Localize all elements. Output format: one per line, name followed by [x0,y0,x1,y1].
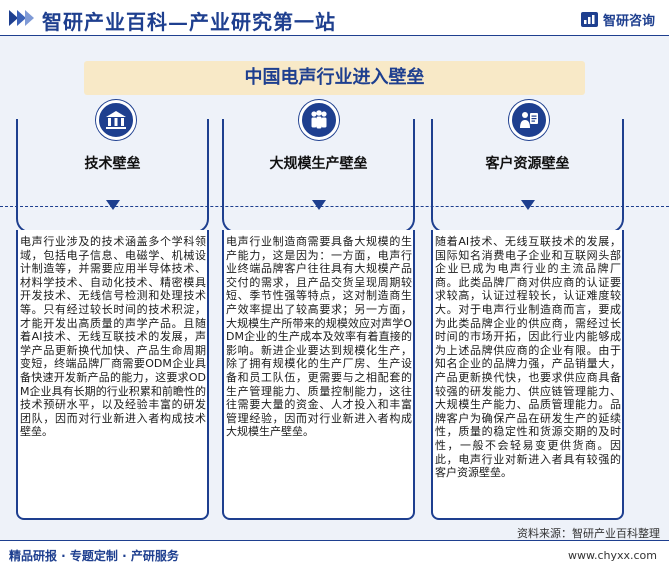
barrier-title-scale: 大规模生产壁垒 [269,156,368,172]
footer-website-link[interactable]: www.chyxx.com [567,549,657,562]
logo-text: 智研咨询 [602,13,655,29]
customer-icon [509,100,549,140]
diagram-panel: 中国电声行业进入壁垒 技术壁垒 大规模生产壁垒 [0,36,669,540]
workers-icon [299,100,339,140]
brand-logo[interactable]: 智研咨询 [580,10,655,29]
header-divider [0,35,669,36]
diagram-title: 中国电声行业进入壁垒 [84,61,585,95]
barrier-title-technical: 技术壁垒 [84,156,141,172]
arrow-down-icon [312,200,326,210]
barrier-detail-technical [16,230,209,520]
logo-icon [580,11,598,27]
barrier-text-customer: 随着AI技术、无线互联技术的发展，国际知名消费电子企业和互联网头部企业已成为电声… [435,235,621,480]
source-text: 资料来源：智研产业百科整理 [517,527,660,540]
footer-services: 精品研报 · 专题定制 · 产研服务 [9,549,179,563]
barrier-text-technical: 电声行业涉及的技术涵盖多个学科领域，包括电子信息、电磁学、机械设计制造等，并需要… [20,235,206,439]
header-title: 智研产业百科—产业研究第一站 [42,10,336,34]
barrier-detail-customer [431,230,624,520]
barrier-text-scale: 电声行业制造商需要具备大规模的生产能力，这是因为：一方面，电声行业终端品牌客户往… [226,235,412,439]
arrow-down-icon [521,200,535,210]
header-chevrons-icon [9,10,35,26]
barrier-title-customer: 客户资源壁垒 [485,156,570,172]
arrow-down-icon [106,200,120,210]
barrier-detail-scale [222,230,415,520]
page-footer: 精品研报 · 专题定制 · 产研服务 www.chyxx.com [0,540,669,569]
source-note: 资料来源：智研产业百科整理 [0,525,669,540]
dashed-divider [0,206,669,207]
bank-icon [96,100,136,140]
page-header: 智研产业百科—产业研究第一站 智研咨询 [0,0,669,36]
